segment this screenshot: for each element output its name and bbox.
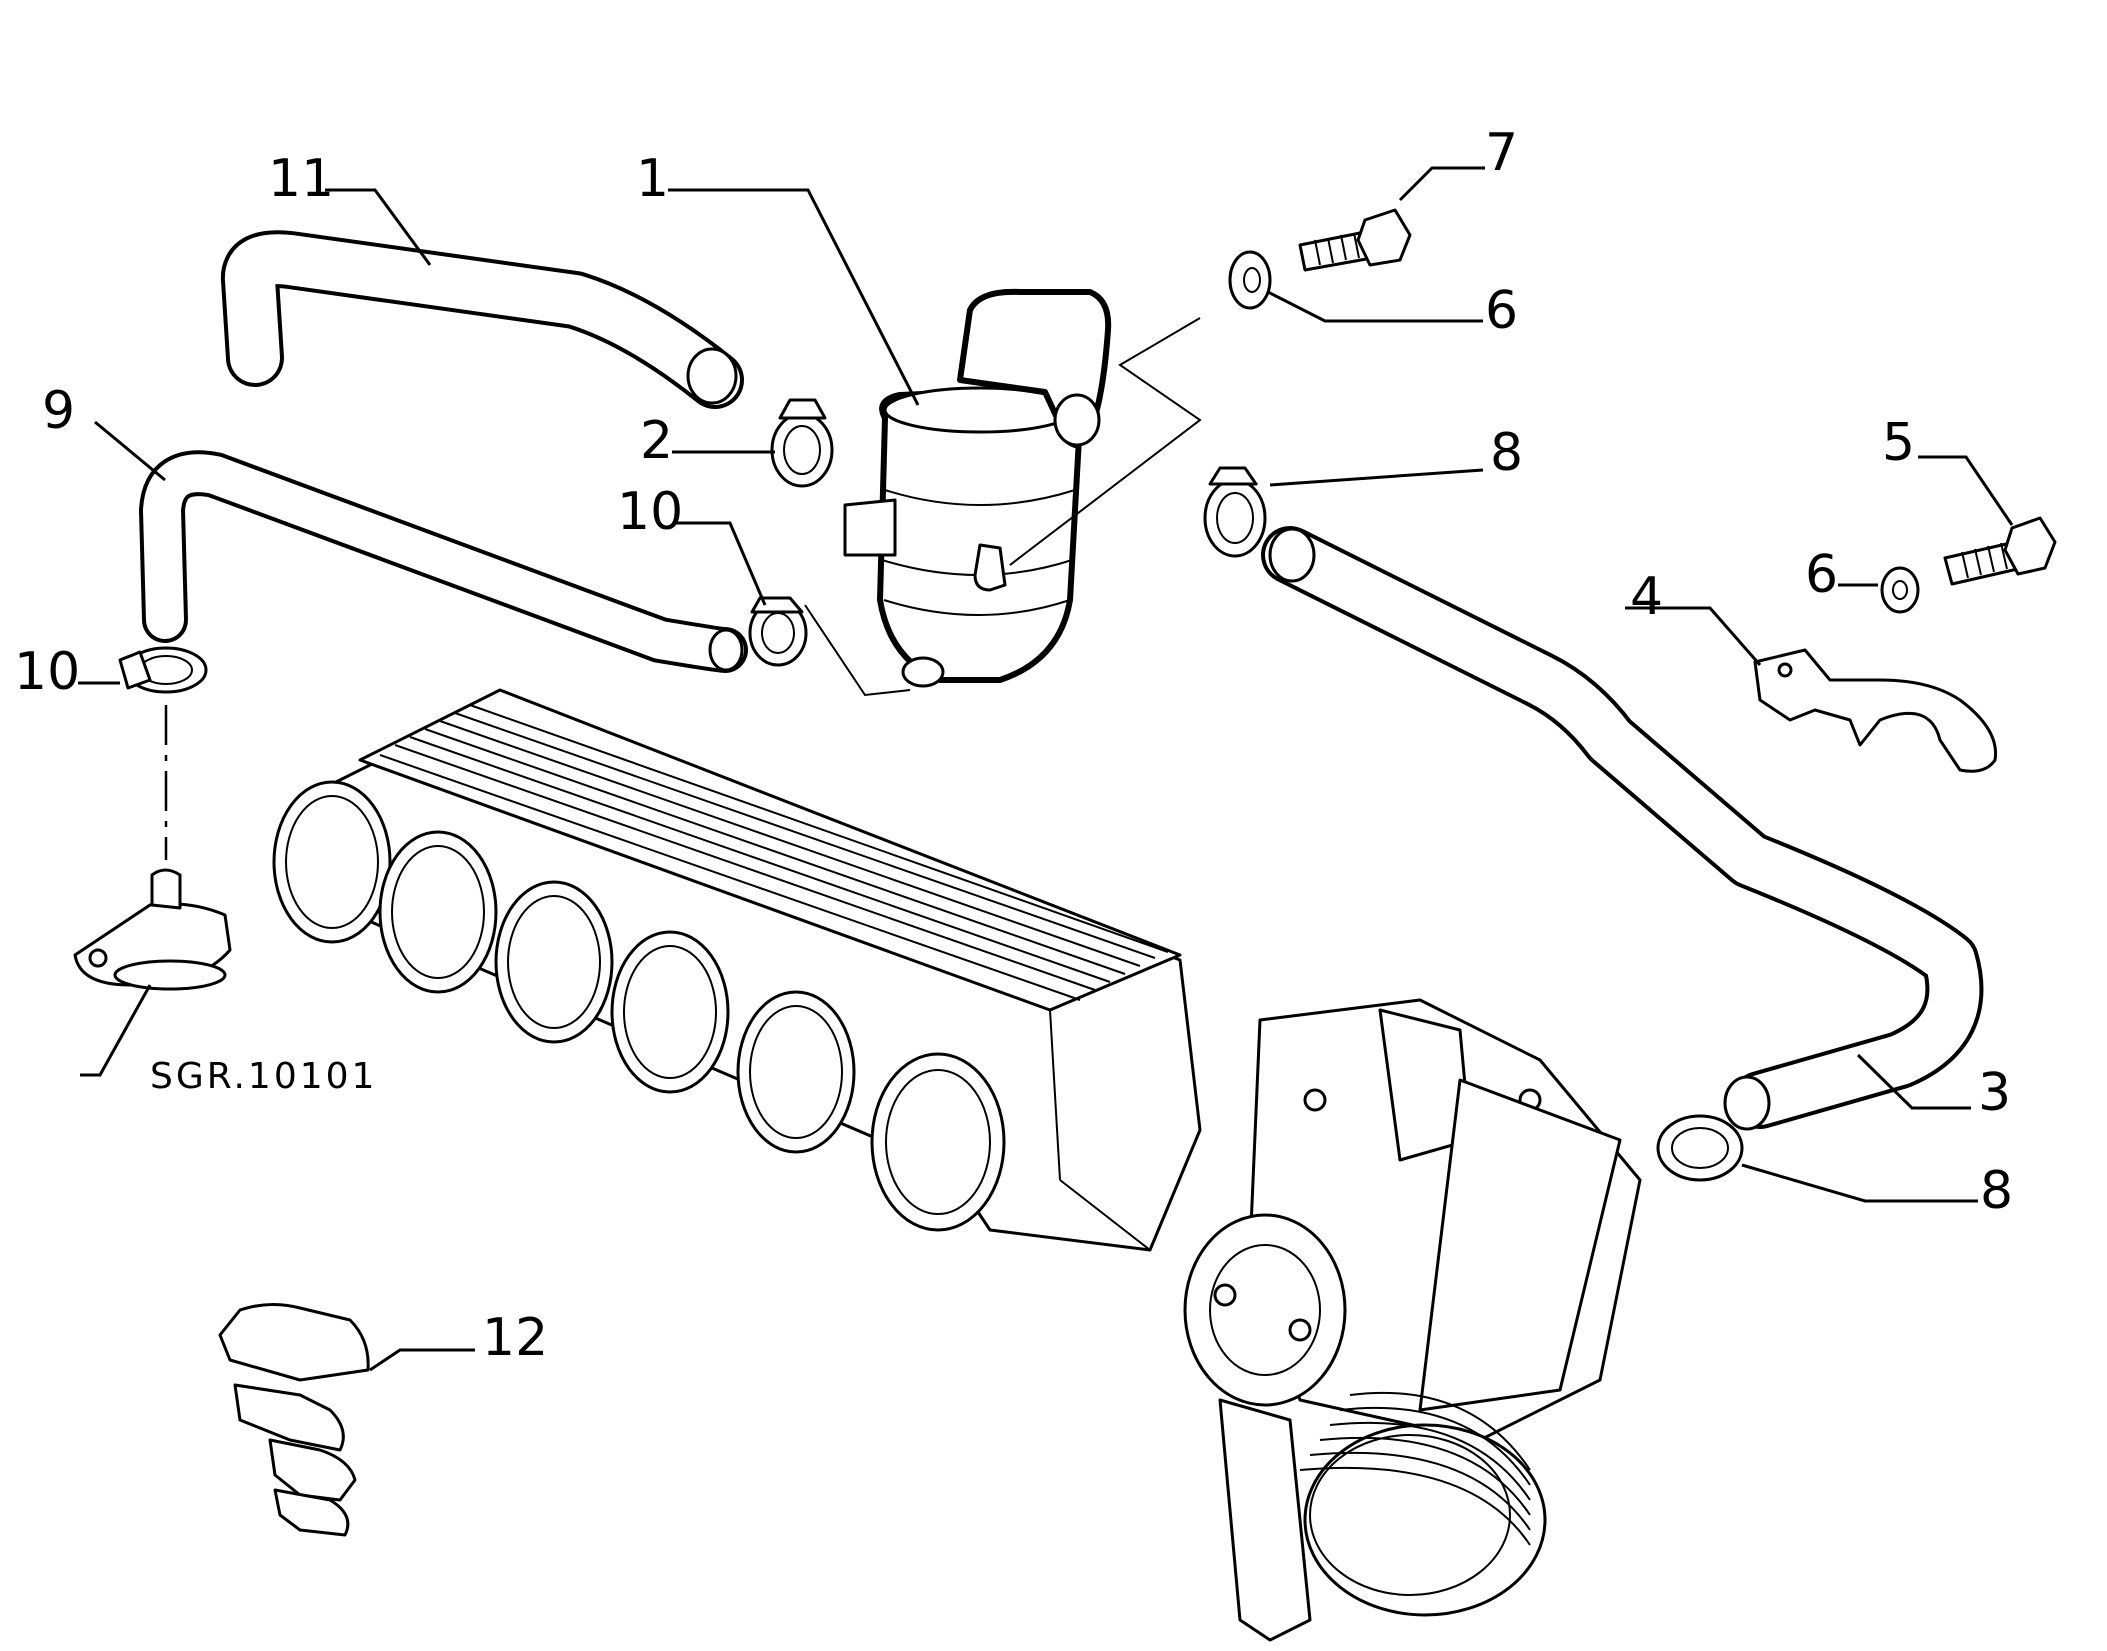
washer-6-lower (1880, 566, 1920, 614)
hose-11 (221, 230, 744, 409)
bracket-4 (1753, 648, 1998, 773)
label-part-1: 1 (636, 149, 669, 209)
corrugated-inlet-duct (1299, 1078, 1622, 1617)
label-part-10-upper: 10 (617, 482, 683, 542)
label-part-6-upper: 6 (1485, 281, 1518, 341)
label-part-8-upper: 8 (1490, 423, 1523, 483)
label-part-2: 2 (640, 411, 673, 471)
label-part-5: 5 (1882, 413, 1915, 473)
clamp-2 (770, 398, 834, 488)
clamp-10-left (118, 646, 208, 694)
runner-ports (272, 780, 1006, 1232)
label-part-11: 11 (268, 149, 334, 209)
reference-code: SGR.10101 (150, 1056, 377, 1097)
clamp-10-upper (748, 596, 808, 667)
label-part-3: 3 (1978, 1063, 2011, 1123)
callout-labels: 11 1 2 10 9 10 7 6 8 5 4 6 3 8 12 SGR.10… (14, 123, 2013, 1368)
label-part-12: 12 (482, 1308, 548, 1368)
label-part-7: 7 (1485, 123, 1518, 183)
sensor-cover (73, 868, 232, 991)
oil-separator (843, 288, 1112, 688)
intake-manifold (272, 688, 1202, 1252)
label-part-4: 4 (1630, 567, 1663, 627)
hose-3 (1261, 526, 1984, 1131)
label-part-9: 9 (42, 381, 75, 441)
assembly-line-1 (804, 604, 911, 697)
label-part-10-left: 10 (14, 642, 80, 702)
label-part-6-lower: 6 (1805, 545, 1838, 605)
bolt-7 (1298, 208, 1412, 272)
leader-lines (78, 166, 2014, 1372)
clamp-8-upper (1203, 466, 1267, 558)
bolt-5 (1943, 516, 2057, 586)
assembly-line-2 (1009, 317, 1202, 566)
hose-9 (139, 450, 748, 673)
clamp-8-lower (1656, 1114, 1744, 1182)
label-part-8-lower: 8 (1980, 1161, 2013, 1221)
washer-6-upper (1228, 250, 1272, 310)
clip-12 (218, 1303, 370, 1537)
